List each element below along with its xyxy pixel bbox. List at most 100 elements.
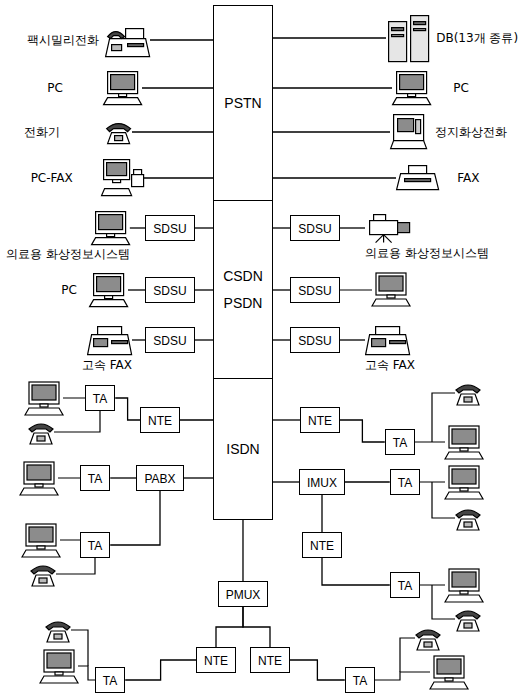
- icon-part: [370, 221, 398, 235]
- unit-box: NTE: [300, 407, 340, 433]
- icon-part: [101, 189, 131, 196]
- network-name: ISDN: [226, 436, 259, 463]
- connector-line: [273, 87, 392, 88]
- icon-part: [104, 296, 112, 299]
- connector-line: [273, 227, 290, 228]
- icon-part: [452, 572, 476, 587]
- icon-part: [445, 492, 483, 499]
- icon-part: [127, 44, 143, 47]
- icon-part: [37, 436, 45, 441]
- icon-part: [54, 634, 62, 639]
- unit-name: SDSU: [153, 284, 186, 298]
- unit-name: IMUX: [307, 476, 337, 490]
- connector-line: [110, 477, 136, 478]
- unit-name: SDSU: [298, 334, 331, 348]
- connector-line: [132, 131, 213, 132]
- icon-part: [387, 295, 395, 298]
- device-icon: [87, 324, 132, 355]
- icon-part: [25, 408, 63, 415]
- device-name: 전화기: [24, 125, 60, 139]
- icon-part: [32, 385, 56, 400]
- unit-name: TA: [93, 392, 107, 406]
- unit-box: IMUX: [299, 469, 345, 495]
- icon-part: [97, 327, 121, 335]
- connector-line: [273, 37, 386, 38]
- device-icon-body: [103, 72, 141, 105]
- icon-part: [111, 45, 121, 51]
- terminal-icon: [372, 273, 410, 306]
- device-icon: [386, 13, 431, 62]
- icon-part: [456, 510, 480, 518]
- terminal-device: 의료용 화상정보시스템: [6, 211, 130, 262]
- icon-part: [449, 426, 479, 448]
- icon-part: [456, 385, 480, 393]
- unit-box: TA: [385, 429, 415, 455]
- icon-part: [397, 174, 439, 190]
- icon-part: [384, 235, 392, 243]
- device-icon-body: [101, 160, 143, 196]
- icon-part: [414, 22, 426, 25]
- connector-line: [142, 87, 213, 88]
- terminal-icon: [40, 650, 78, 683]
- icon-part: [105, 39, 149, 57]
- icon-part: [416, 120, 421, 134]
- connector-line: [195, 227, 213, 228]
- connector-line: [273, 339, 290, 340]
- icon-part: [89, 300, 127, 307]
- icon-part: [394, 115, 424, 141]
- device-icon-body: [389, 16, 429, 62]
- connector-line: [345, 481, 390, 482]
- icon-part: [374, 215, 386, 221]
- icon-part: [383, 235, 384, 243]
- icon-part: [35, 484, 43, 487]
- icon-part: [397, 72, 427, 94]
- connector-line: [128, 289, 145, 290]
- icon-part: [372, 299, 410, 306]
- unit-name: TA: [398, 579, 412, 593]
- terminal-icon: [20, 462, 58, 495]
- device-icon-body: [89, 274, 127, 307]
- terminal-device: DB(13개 종류): [386, 13, 518, 62]
- connector-line: [144, 177, 213, 178]
- network-band: ISDN: [213, 378, 273, 520]
- network-band: CSDNPSDN: [213, 200, 273, 379]
- icon-part: [445, 595, 483, 602]
- connector-line: [321, 495, 322, 532]
- connector-line: [195, 339, 213, 340]
- terminal-device: 전화기: [24, 119, 132, 144]
- icon-part: [40, 676, 78, 683]
- icon-part: [27, 465, 51, 480]
- unit-box: NTE: [250, 647, 290, 673]
- unit-box: NTE: [302, 532, 342, 558]
- terminal-device: PC: [392, 71, 469, 105]
- icon-part: [457, 394, 479, 405]
- icon-part: [110, 75, 134, 90]
- terminal-icon: [430, 656, 468, 689]
- connector-line: [273, 131, 390, 132]
- terminal-device: 정지화상전화: [390, 114, 507, 149]
- icon-part: [125, 29, 143, 39]
- device-name: 고속 FAX: [365, 358, 415, 372]
- connector-line: [340, 227, 365, 228]
- icon-part: [96, 277, 120, 292]
- unit-box: SDSU: [145, 327, 194, 353]
- connector-line: [115, 398, 140, 420]
- unit-name: NTE: [204, 654, 228, 668]
- icon-part: [376, 235, 384, 243]
- icon-part: [93, 339, 107, 347]
- icon-part: [40, 404, 48, 407]
- icon-part: [98, 214, 122, 229]
- icon-part: [29, 382, 59, 404]
- icon-part: [22, 550, 60, 557]
- device-icon-body: [366, 327, 410, 355]
- icon-part: [430, 682, 468, 689]
- icon-part: [118, 94, 126, 97]
- unit-box: PMUX: [218, 581, 269, 607]
- unit-box: TA: [95, 667, 125, 693]
- device-icon: [390, 114, 427, 149]
- unit-box: TA: [390, 572, 420, 598]
- unit-name: SDSU: [153, 222, 186, 236]
- unit-box: TA: [85, 385, 115, 411]
- unit-box: NTE: [140, 407, 180, 433]
